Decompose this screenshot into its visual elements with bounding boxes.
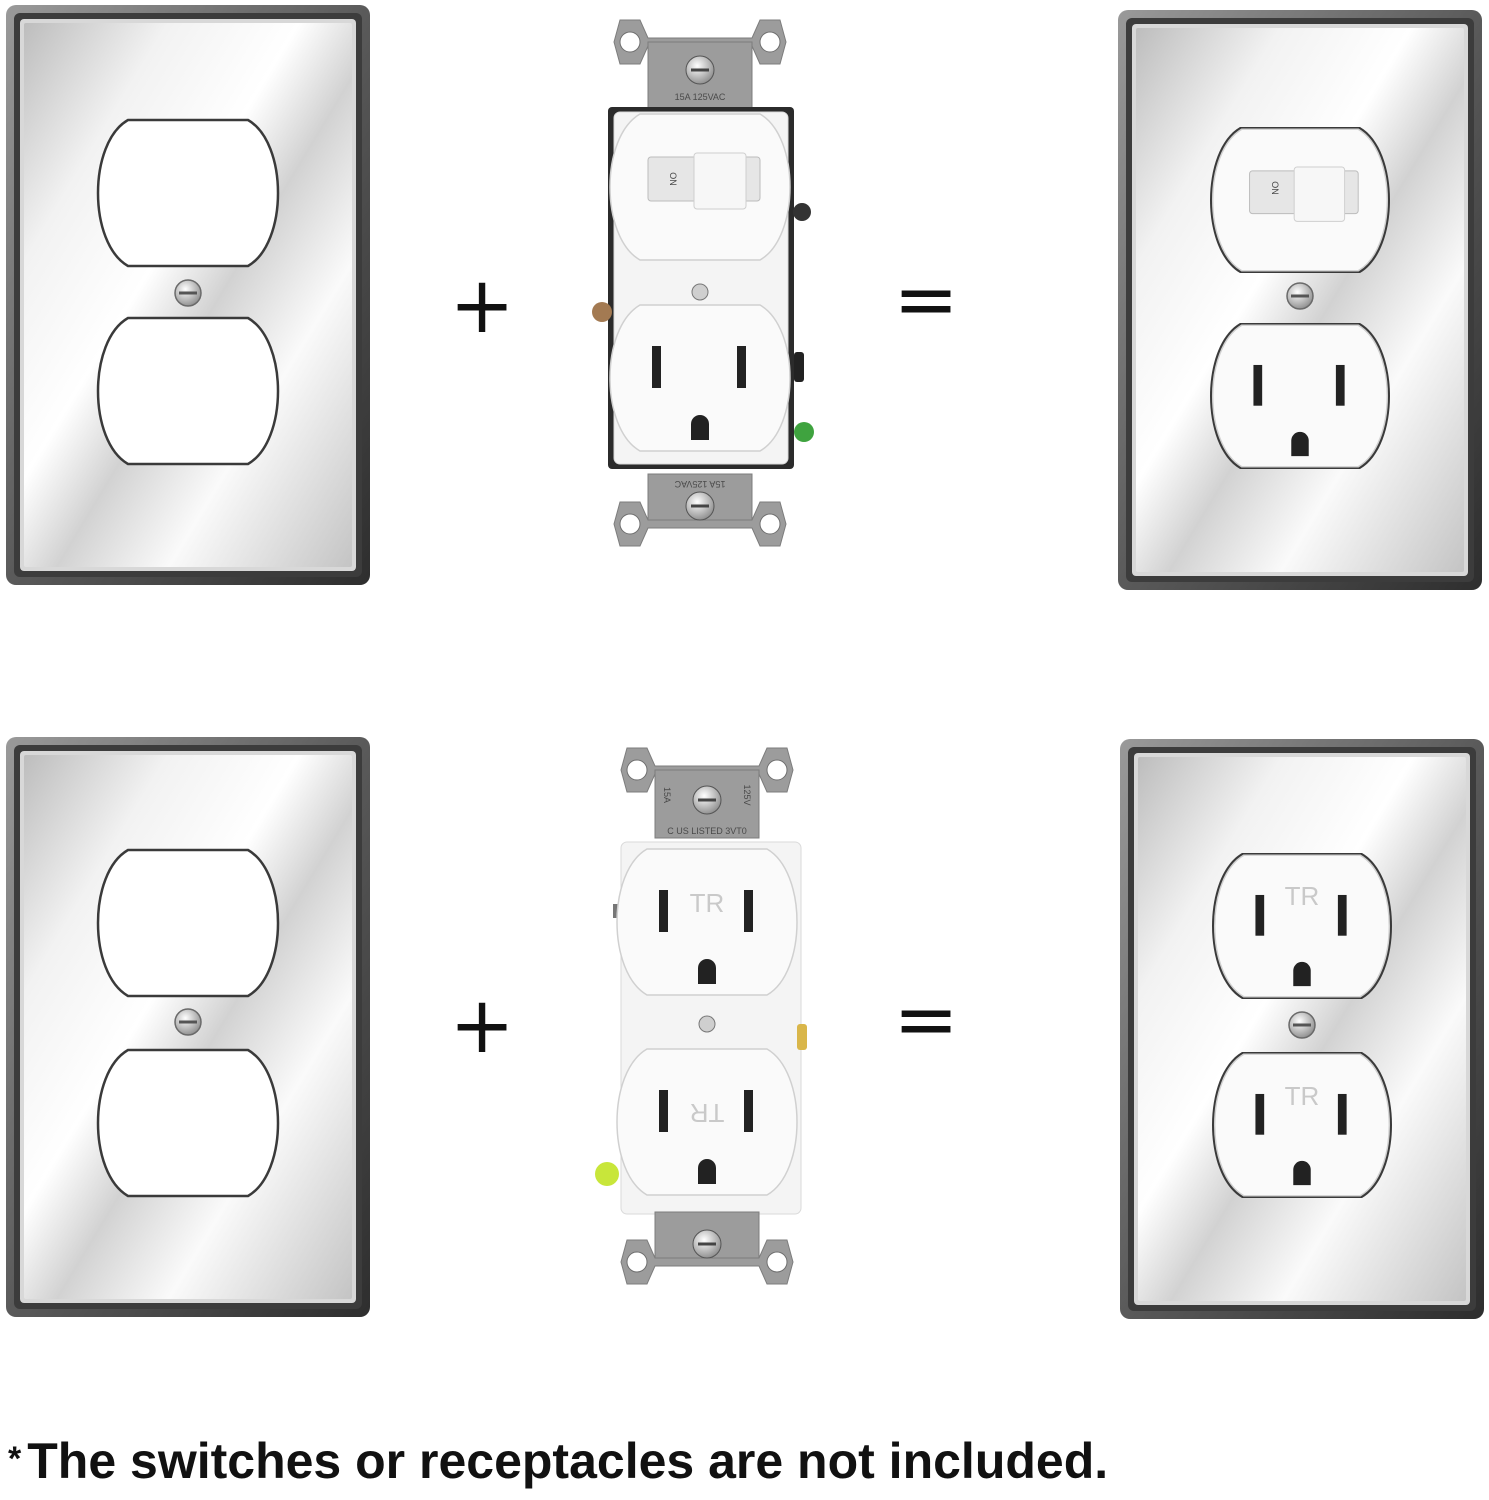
combo-toggle-label: ON [668, 172, 678, 186]
duplex-tr-mark-top: TR [690, 888, 725, 918]
equals-icon: = [893, 975, 958, 1065]
wall-plate-duplex-installed: TR TR [1120, 739, 1484, 1319]
equals-icon: = [893, 255, 958, 345]
installed-toggle-label: ON [1270, 181, 1280, 195]
footnote-text: The switches or receptacles are not incl… [27, 1433, 1109, 1489]
wall-plate-switch-outlet-installed: ON [1118, 10, 1482, 590]
duplex-listing: C US LISTED 3VT0 [667, 826, 747, 836]
equals-operator-top: = [893, 255, 958, 345]
duplex-right-rating: 125V [742, 784, 752, 805]
footnote-asterisk: * [8, 1440, 22, 1478]
duplex-receptacle-device-icon: 15A 125V C US LISTED 3VT0 TR TR [595, 747, 807, 1285]
combo-top-rating: 15A 125VAC [675, 92, 726, 102]
plus-operator-bottom: + [449, 981, 514, 1071]
combo-bottom-rating: 15A 125VAC [674, 479, 725, 489]
plus-icon: + [449, 261, 514, 351]
wall-plate-empty-bottom [6, 737, 370, 1317]
duplex-left-rating: 15A [662, 787, 672, 803]
installed-tr-mark-bottom: TR [1285, 1081, 1320, 1111]
plus-icon: + [449, 981, 514, 1071]
switch-outlet-combo-device-icon: 15A 125VAC ON 15A 125VAC [592, 19, 814, 547]
wall-plate-empty-top [6, 5, 370, 585]
plus-operator-top: + [449, 261, 514, 351]
footnote: *The switches or receptacles are not inc… [8, 1432, 1108, 1490]
equals-operator-bottom: = [893, 975, 958, 1065]
installed-tr-mark-top: TR [1285, 881, 1320, 911]
duplex-tr-mark-bottom: TR [690, 1098, 725, 1128]
